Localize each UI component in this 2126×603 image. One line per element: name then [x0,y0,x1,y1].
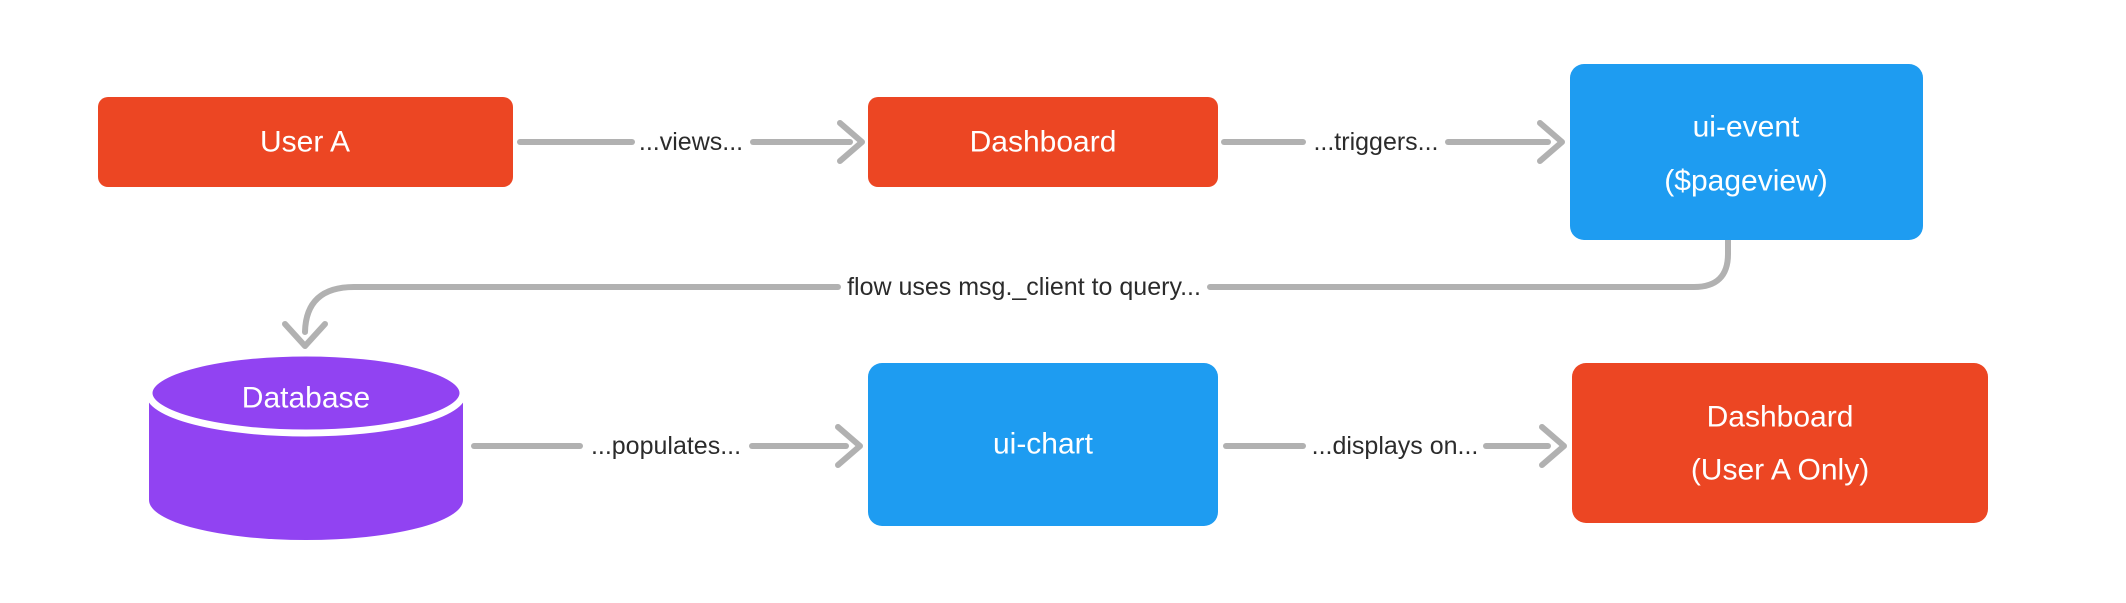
node-ui-chart-box [868,363,1218,526]
edge-triggers-arrowhead-icon [1537,120,1565,164]
node-dashboard-label: Dashboard [970,126,1117,159]
edge-query: flow uses msg._client to query... [282,237,1731,349]
node-dashboard-user-a-only-label: Dashboard [1707,401,1854,434]
node-database: Database [145,349,467,540]
edge-query-arrowhead-icon [282,321,328,349]
node-user-a-box [98,97,513,187]
node-dashboard: Dashboard [868,97,1218,187]
edge-displays-on-arrowhead-icon [1539,424,1567,468]
node-dashboard-user-a-only: Dashboard (User A Only) [1572,363,1988,523]
node-ui-event: ui-event ($pageview) [1570,64,1923,240]
node-dashboard-user-a-only-sublabel: (User A Only) [1691,454,1869,487]
edge-views: ...views... [517,120,865,164]
edge-query-path-right [1207,237,1731,290]
node-ui-event-label: ui-event [1693,111,1800,144]
edge-query-label: flow uses msg._client to query... [847,273,1201,301]
edge-triggers: ...triggers... [1221,120,1565,164]
edge-triggers-label: ...triggers... [1313,128,1438,156]
database-cylinder-top [145,349,467,437]
node-ui-event-box [1570,64,1923,240]
edge-displays-on: ...displays on... [1223,424,1567,468]
edge-views-label: ...views... [639,128,743,156]
edge-views-arrowhead-icon [837,120,865,164]
node-user-a: User A [98,97,513,187]
node-ui-chart: ui-chart [868,363,1218,526]
edge-displays-on-label: ...displays on... [1312,432,1479,460]
edge-populates-label: ...populates... [591,432,741,460]
edge-populates-arrowhead-icon [835,424,863,468]
node-ui-event-sublabel: ($pageview) [1664,165,1827,198]
node-ui-chart-label: ui-chart [993,428,1094,461]
node-dashboard-box [868,97,1218,187]
node-database-label: Database [242,382,370,415]
node-dashboard-user-a-only-box [1572,363,1988,523]
edge-query-path-left [302,284,841,335]
node-user-a-label: User A [260,126,350,159]
edge-populates: ...populates... [471,424,863,468]
